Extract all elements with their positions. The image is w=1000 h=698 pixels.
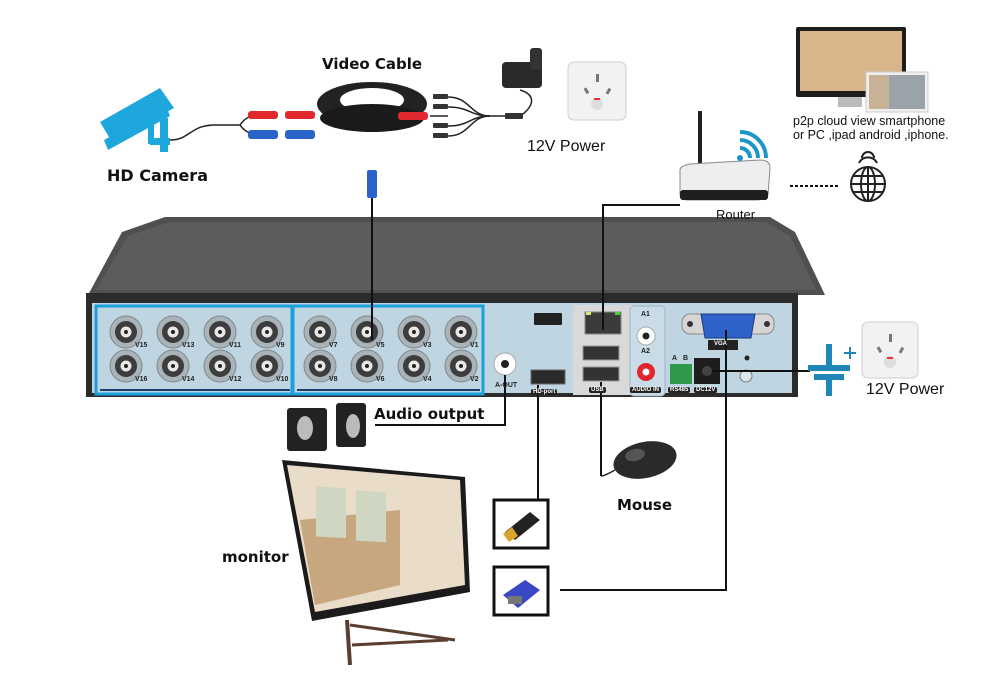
router-lan-line <box>602 204 680 330</box>
bnc-channel-label: V3 <box>423 342 432 349</box>
bnc-channel-label: V15 <box>135 342 148 349</box>
wifi-signal-icon <box>737 130 768 161</box>
dc12v-label: DC12V <box>694 387 718 393</box>
bnc-connector-core <box>265 364 269 368</box>
splitter-plugs <box>433 94 523 138</box>
bnc-connector-core <box>459 330 463 334</box>
network-icon-tag <box>534 313 562 325</box>
lan-led-right <box>615 312 620 315</box>
dvr-top-lid-shade <box>96 222 816 290</box>
bnc-connector-core <box>171 364 175 368</box>
bnc-channel-label: V7 <box>329 342 338 349</box>
hdmi-port-label: HD-port <box>531 389 558 395</box>
router-label: Router <box>716 207 756 222</box>
audio-output-label: Audio output <box>374 405 485 423</box>
router-icon <box>679 111 771 201</box>
vga-port[interactable] <box>700 313 756 339</box>
cloud-view-label-line2: or PC ,ipad android ,iphone. <box>793 128 949 142</box>
ground-hole <box>744 355 750 361</box>
bnc-connector-core <box>124 330 128 334</box>
dc-power-symbol-icon <box>808 344 856 396</box>
usb-port-1[interactable] <box>582 345 620 361</box>
power-top-label: 12V Power <box>527 138 606 155</box>
lan-led-left <box>586 312 591 315</box>
audio-out-core <box>501 360 509 368</box>
bnc-channel-label: V6 <box>376 376 385 383</box>
bnc-channel-label: V5 <box>376 342 385 349</box>
cloud-view-label-line1: p2p cloud view smartphone <box>793 114 946 128</box>
audio-in-label: AUDIO IN <box>630 387 661 393</box>
hdmi-line <box>522 385 539 501</box>
monitor-image <box>282 460 470 666</box>
bnc-channel-label: V8 <box>329 376 338 383</box>
bnc-connector-core <box>218 364 222 368</box>
usb-port-2[interactable] <box>582 366 620 382</box>
bnc-channel-label: V13 <box>182 342 195 349</box>
audio-out-port-label: A-OUT <box>495 382 518 389</box>
cloud-view-devices-image <box>796 27 929 113</box>
hd-camera-icon <box>100 88 174 152</box>
vga-cable-icon <box>492 565 550 617</box>
vga-line <box>560 330 727 591</box>
audio-in-a1-label: A1 <box>641 311 650 318</box>
vga-screw-left <box>687 321 693 327</box>
rs485-terminal[interactable] <box>670 364 692 384</box>
mouse-label: Mouse <box>617 496 673 514</box>
audio-in-a2-core <box>642 368 650 376</box>
power-outlet-top-icon <box>567 61 627 121</box>
bnc-video-connector-1 <box>248 130 278 139</box>
bnc-video-connector-2 <box>285 130 315 139</box>
bnc-group-right-frame <box>291 304 485 396</box>
usb-port-label: USB <box>589 387 606 393</box>
bnc-channel-label: V1 <box>470 342 479 349</box>
bnc-connector-core <box>218 330 222 334</box>
bnc-channel-label: V14 <box>182 376 195 383</box>
vga-label-tag <box>708 340 738 350</box>
bnc-connector-core <box>171 330 175 334</box>
bnc-connector-core <box>124 364 128 368</box>
hdmi-cable-icon <box>492 498 550 550</box>
audio-in-a1-core <box>642 332 650 340</box>
reel-output-power-connector <box>398 112 428 120</box>
monitor-label: monitor <box>222 548 289 566</box>
vga-port-label: VGA <box>714 341 728 347</box>
bnc-channel-label: V2 <box>470 376 479 383</box>
mouse-icon <box>600 441 677 479</box>
bnc-connector-core <box>459 364 463 368</box>
bnc-channel-label: V10 <box>276 376 289 383</box>
camera-cable <box>169 124 240 141</box>
rca-power-connector-2 <box>285 111 315 119</box>
video-cable-reel-bottom <box>320 104 424 132</box>
dc12v-jack-pin <box>702 366 712 376</box>
bnc-connector-core <box>412 330 416 334</box>
bnc-connector-core <box>412 364 416 368</box>
internet-globe-icon <box>850 151 886 202</box>
bnc-channel-label: V16 <box>135 376 148 383</box>
bnc-channel-label: V12 <box>229 376 242 383</box>
power-outlet-right-icon <box>861 321 919 379</box>
vga-screw-right <box>764 321 770 327</box>
bnc-connector-core <box>265 330 269 334</box>
power-right-label: 12V Power <box>866 381 945 398</box>
reel-down-bnc <box>367 170 377 198</box>
bnc-channel-label: V11 <box>229 342 242 349</box>
bnc-connector-core <box>318 364 322 368</box>
hdmi-port[interactable] <box>530 369 566 385</box>
speakers-icon <box>287 403 366 451</box>
bnc-connector-core <box>365 330 369 334</box>
bnc-channel-label: V9 <box>276 342 285 349</box>
audio-out-line <box>375 375 506 426</box>
audio-in-a2-label: A2 <box>641 348 650 355</box>
power-adapter-icon <box>502 48 542 88</box>
video-cable-label: Video Cable <box>322 55 423 73</box>
hd-camera-label: HD Camera <box>107 166 208 185</box>
bnc-channel-label: V4 <box>423 376 432 383</box>
rca-power-connector-1 <box>248 111 278 119</box>
rs485-a-label: A <box>672 355 678 362</box>
rs485-label: RS485 <box>668 387 691 393</box>
bnc-connector-core <box>318 330 322 334</box>
bnc-connector-core <box>365 364 369 368</box>
rs485-b-label: B <box>683 355 689 362</box>
